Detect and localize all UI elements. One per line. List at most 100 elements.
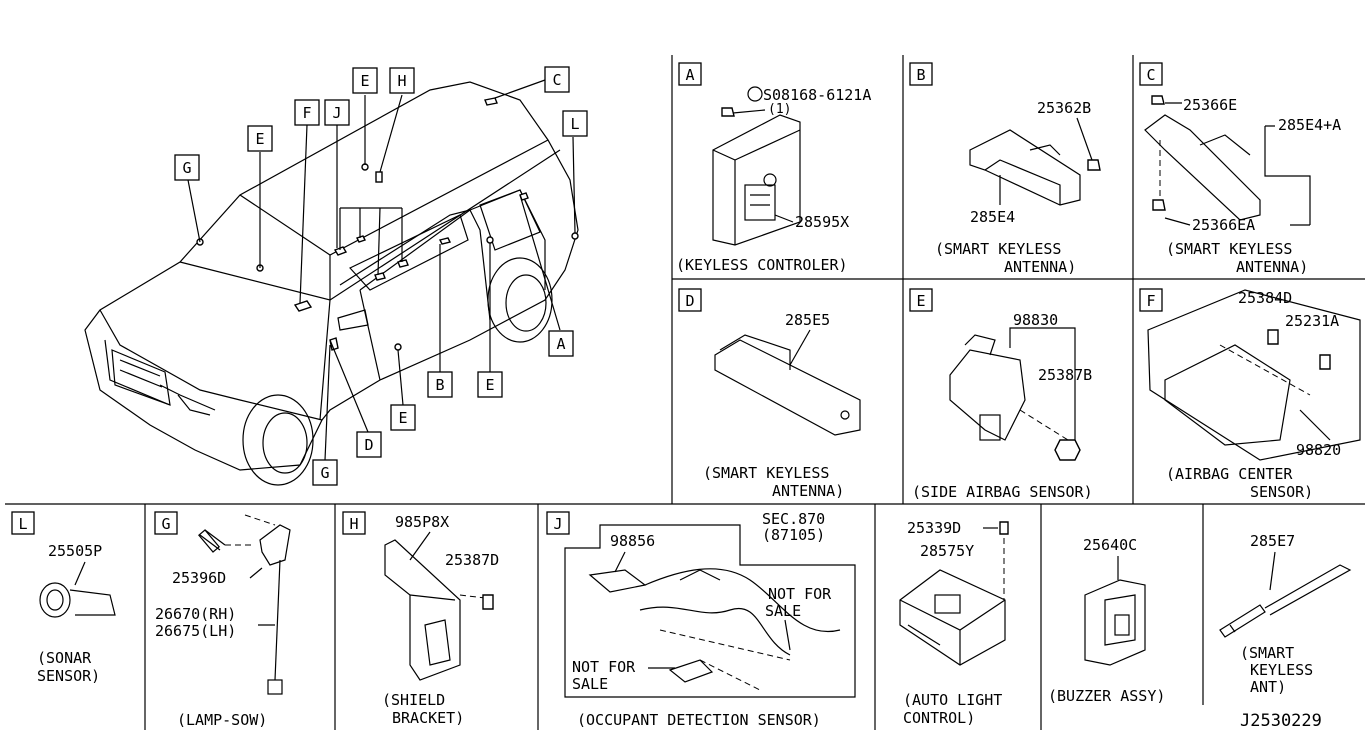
qty-1: (1) xyxy=(768,102,791,117)
callout-e-mid: E xyxy=(477,371,503,398)
section-l: L 25505P (SONAR SENSOR) xyxy=(11,511,116,685)
svg-text:E: E xyxy=(360,72,369,90)
svg-text:C: C xyxy=(1146,66,1155,84)
part-285e7: 285E7 xyxy=(1250,532,1295,550)
part-26670rh: 26670(RH) xyxy=(155,605,236,623)
svg-text:F: F xyxy=(302,104,311,122)
svg-text:G: G xyxy=(161,515,170,533)
caption-auto-light-1: (AUTO LIGHT xyxy=(903,691,1002,709)
caption-d-1: (SMART KEYLESS xyxy=(703,464,829,482)
section-f: F 25384D 25231A 98820 (AIRBAG CENTER SEN… xyxy=(1139,288,1361,501)
overview-callouts: G F J E E H C L E A B E D G xyxy=(174,66,588,486)
svg-text:C: C xyxy=(552,71,561,89)
callout-g-bottom: G xyxy=(312,459,338,486)
part-98820: 98820 xyxy=(1296,441,1341,459)
callout-j: J xyxy=(324,99,350,126)
not-for-sale-label-1b: SALE xyxy=(765,602,801,620)
not-for-sale-label-2: NOT FOR xyxy=(572,658,636,676)
section-b: B 25362B 285E4 (SMART KEYLESS ANTENNA) xyxy=(909,62,1101,276)
section-c: C 25366E 285E4+A 25366EA (SMART KEYLESS … xyxy=(1139,62,1341,276)
svg-text:D: D xyxy=(685,292,694,310)
callout-g-top: G xyxy=(174,154,200,181)
caption-ant-2: KEYLESS xyxy=(1250,661,1313,679)
part-25362b: 25362B xyxy=(1037,99,1091,117)
callout-f: F xyxy=(294,99,320,126)
svg-text:B: B xyxy=(916,66,925,84)
svg-text:E: E xyxy=(485,376,494,394)
part-25366ea: 25366EA xyxy=(1192,216,1255,234)
callout-d: D xyxy=(356,431,382,458)
part-25384d: 25384D xyxy=(1238,289,1292,307)
svg-text:A: A xyxy=(685,66,694,84)
part-87105: (87105) xyxy=(762,526,825,544)
part-285e4a: 285E4+A xyxy=(1278,116,1341,134)
caption-c-1: (SMART KEYLESS xyxy=(1166,240,1292,258)
section-a: A S08168-6121A (1) 28595X (KEYLESS CONTR… xyxy=(676,62,871,274)
svg-text:G: G xyxy=(320,464,329,482)
part-285e5: 285E5 xyxy=(785,311,830,329)
svg-text:H: H xyxy=(349,515,358,533)
part-25505p: 25505P xyxy=(48,542,102,560)
svg-text:B: B xyxy=(435,376,444,394)
section-e: E 98830 25387B (SIDE AIRBAG SENSOR) xyxy=(909,288,1093,501)
section-d: D 285E5 (SMART KEYLESS ANTENNA) xyxy=(678,288,861,500)
diagram-id: J2530229 xyxy=(1240,711,1322,731)
callout-e-left: E xyxy=(247,125,273,152)
section-buzzer: 25640C (BUZZER ASSY) xyxy=(1048,536,1165,705)
caption-b-2: ANTENNA) xyxy=(1004,258,1076,276)
caption-h-1: (SHIELD xyxy=(382,691,445,709)
part-26675lh: 26675(LH) xyxy=(155,622,236,640)
caption-buzzer: (BUZZER ASSY) xyxy=(1048,687,1165,705)
caption-f-2: SENSOR) xyxy=(1250,483,1313,501)
not-for-sale-label-2b: SALE xyxy=(572,675,608,693)
caption-l-2: SENSOR) xyxy=(37,667,100,685)
grid-lines xyxy=(5,55,1365,730)
not-for-sale-label-1: NOT FOR xyxy=(768,585,832,603)
svg-text:D: D xyxy=(364,436,373,454)
svg-text:F: F xyxy=(1146,292,1155,310)
caption-h-2: BRACKET) xyxy=(392,709,464,727)
callout-l: L xyxy=(562,110,588,137)
callout-e-low: E xyxy=(390,404,416,431)
caption-d-2: ANTENNA) xyxy=(772,482,844,500)
svg-text:E: E xyxy=(255,130,264,148)
callout-a: A xyxy=(548,330,574,357)
part-28575y: 28575Y xyxy=(920,542,974,560)
caption-ant-3: ANT) xyxy=(1250,678,1286,696)
caption-ant-1: (SMART xyxy=(1240,644,1294,662)
caption-c-2: ANTENNA) xyxy=(1236,258,1308,276)
part-25387b: 25387B xyxy=(1038,366,1092,384)
caption-lamp-sow: (LAMP-SOW) xyxy=(177,711,267,729)
callout-e-roof: E xyxy=(352,67,378,94)
section-h: H 985P8X 25387D (SHIELD BRACKET) xyxy=(342,511,499,727)
part-98830: 98830 xyxy=(1013,311,1058,329)
section-auto-light: 25339D 28575Y (AUTO LIGHT CONTROL) xyxy=(899,519,1009,727)
svg-text:J: J xyxy=(332,104,341,122)
caption-keyless-controller: (KEYLESS CONTROLER) xyxy=(676,256,848,274)
vehicle-illustration xyxy=(84,79,579,486)
caption-l-1: (SONAR xyxy=(37,649,92,667)
part-285e4: 285E4 xyxy=(970,208,1015,226)
svg-text:H: H xyxy=(397,72,406,90)
callout-b: B xyxy=(427,371,453,398)
svg-text:E: E xyxy=(398,409,407,427)
part-28595x: 28595X xyxy=(795,213,849,231)
svg-text:J: J xyxy=(553,515,562,533)
part-25396d: 25396D xyxy=(172,569,226,587)
svg-text:A: A xyxy=(556,335,565,353)
section-g: G 25396D 26670(RH) 26675(LH) (LAMP-SOW) xyxy=(154,511,291,729)
svg-text:E: E xyxy=(916,292,925,310)
caption-b-1: (SMART KEYLESS xyxy=(935,240,1061,258)
part-25366e: 25366E xyxy=(1183,96,1237,114)
svg-text:G: G xyxy=(182,159,191,177)
svg-text:L: L xyxy=(18,515,27,533)
section-j: J SEC.870 (87105) 98856 NOT FOR SALE NOT… xyxy=(546,510,856,729)
callout-c: C xyxy=(544,66,570,93)
section-keyless-ant: 285E7 (SMART KEYLESS ANT) xyxy=(1219,532,1352,696)
callout-h: H xyxy=(389,67,415,94)
caption-occupant-detection: (OCCUPANT DETECTION SENSOR) xyxy=(577,711,821,729)
part-985p8x: 985P8X xyxy=(395,513,449,531)
caption-side-airbag: (SIDE AIRBAG SENSOR) xyxy=(912,483,1093,501)
svg-text:L: L xyxy=(570,115,579,133)
